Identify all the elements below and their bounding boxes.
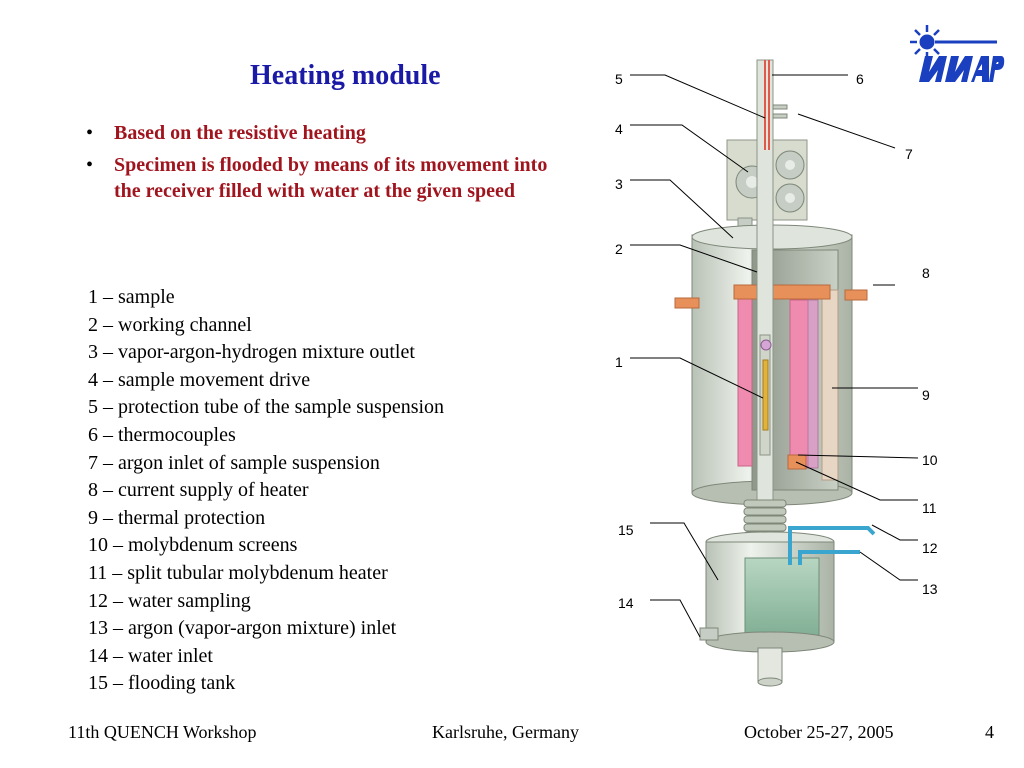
footer-date: October 25-27, 2005 — [744, 722, 894, 742]
label-7: 7 — [905, 146, 913, 162]
legend-item: 10 – molybdenum screens — [88, 534, 298, 557]
legend-item: 6 – thermocouples — [88, 423, 236, 446]
footer-event: 11th QUENCH Workshop — [68, 722, 257, 742]
label-2: 2 — [615, 241, 623, 257]
legend-item: 2 – working channel — [88, 313, 252, 336]
label-1: 1 — [615, 354, 623, 370]
legend-item: 13 – argon (vapor-argon mixture) inlet — [88, 617, 397, 640]
label-3: 3 — [615, 176, 623, 192]
bullet-item: • Based on the resistive heating — [82, 120, 552, 146]
label-11: 11 — [922, 500, 937, 516]
legend-item: 7 – argon inlet of sample suspension — [88, 451, 380, 474]
label-5: 5 — [615, 71, 623, 87]
legend-item: 12 – water sampling — [88, 589, 251, 612]
bullet-marker: • — [86, 122, 94, 144]
bullet-marker: • — [86, 154, 94, 176]
label-6: 6 — [856, 71, 864, 87]
bullet-text: Based on the resistive heating — [114, 122, 366, 144]
page-number: 4 — [985, 722, 994, 742]
label-10: 10 — [922, 452, 938, 468]
label-4: 4 — [615, 121, 623, 137]
label-14: 14 — [618, 595, 634, 611]
component-legend: 1 – sample 2 – working channel 3 – vapor… — [88, 284, 444, 698]
bullet-text: Specimen is flooded by means of its move… — [114, 154, 548, 202]
institute-logo — [905, 20, 1005, 95]
label-12: 12 — [922, 540, 938, 556]
legend-item: 11 – split tubular molybdenum heater — [88, 561, 388, 584]
slide-title: Heating module — [250, 60, 441, 91]
legend-item: 3 – vapor-argon-hydrogen mixture outlet — [88, 341, 415, 364]
legend-item: 14 – water inlet — [88, 644, 213, 667]
legend-item: 4 – sample movement drive — [88, 368, 311, 391]
heating-module-illustration: 5 6 4 7 3 2 8 1 9 10 11 15 12 13 14 — [615, 59, 938, 687]
bullet-list: • Based on the resistive heating • Specime… — [82, 120, 552, 210]
legend-item: 1 – sample — [88, 286, 175, 308]
label-13: 13 — [922, 581, 938, 597]
label-8: 8 — [922, 265, 930, 281]
legend-item: 8 – current supply of heater — [88, 479, 309, 502]
label-9: 9 — [922, 387, 930, 403]
label-15: 15 — [618, 522, 634, 538]
footer-location: Karlsruhe, Germany — [432, 722, 579, 742]
heating-module-diagram: 5 6 4 7 3 2 8 1 9 10 11 15 12 13 14 — [600, 55, 960, 700]
legend-item: 9 – thermal protection — [88, 506, 266, 529]
legend-item: 5 – protection tube of the sample suspen… — [88, 396, 445, 419]
legend-item: 15 – flooding tank — [88, 672, 236, 695]
bullet-item: • Specimen is flooded by means of its mov… — [82, 152, 552, 204]
